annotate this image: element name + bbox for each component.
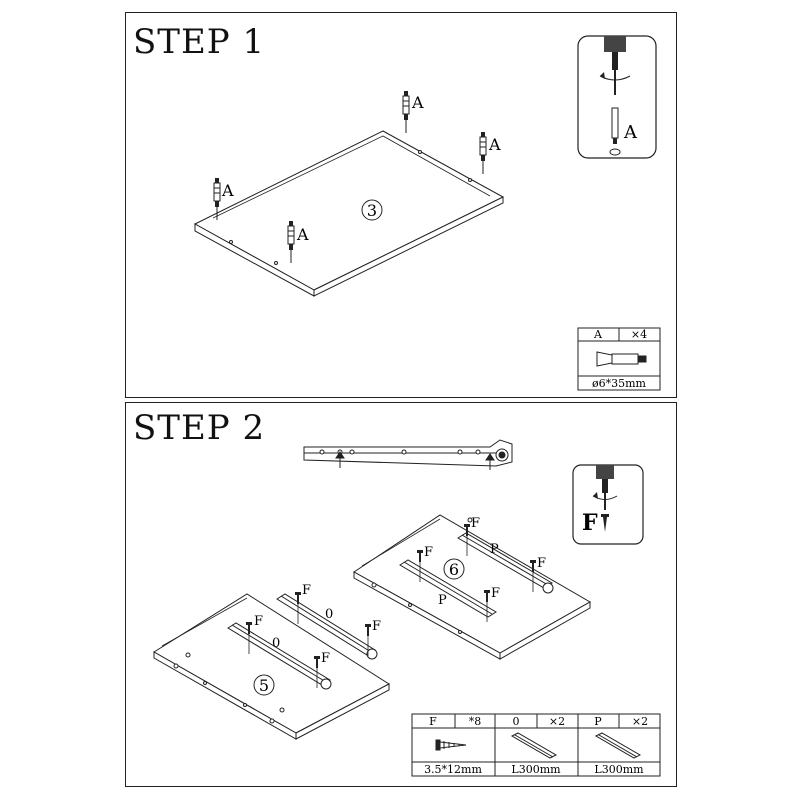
step2-part-f: F [429,715,437,728]
step2-qty-o: ×2 [549,715,565,728]
step2-parts-table [411,713,661,777]
screw-label-7: F [537,556,546,571]
screwdriver-icon [599,36,631,95]
dowel-label-4: A [488,135,501,154]
slide-label-o-2: 0 [325,607,333,622]
screw-label-1: F [254,614,263,629]
panel-3-board [193,130,505,297]
panel-6-board [353,514,592,660]
dowel-label-3: A [411,93,424,112]
screw-label-5: F [424,545,433,560]
screw-label-4: F [321,651,330,666]
step2-tool-inset: F [572,464,644,545]
step2-qty-p: ×2 [632,715,648,728]
screwdriver-icon [592,465,618,510]
screw-label-2: F [302,583,311,598]
step2-panel [125,402,677,787]
slide-p-2 [457,532,554,594]
screw-icon [601,514,609,532]
cam-dowel-icon [609,107,621,156]
dowel-4 [479,131,487,175]
slide-label-p-1: P [490,542,499,557]
screw-part-icon [435,739,467,751]
inset-label-a: A [623,122,638,143]
step2-part-o: 0 [513,715,520,728]
loose-drawer-slide [303,439,513,467]
dowel-3 [402,90,410,134]
step2-part-p: P [594,715,602,728]
screw-label-6: F [471,516,480,531]
step1-tool-inset: A [577,35,657,159]
panel-6-badge: 6 [443,558,465,580]
screw-label-8: F [491,586,500,601]
panel-3-badge: 3 [361,199,383,221]
slide-p-1 [399,559,497,618]
slide-label-p-2: P [438,593,447,608]
panel-5-board [153,593,390,740]
slide-label-o-1: 0 [272,636,280,651]
slide-arrows [335,451,495,470]
inset-label-f: F [582,510,598,536]
screw-label-3: F [372,619,381,634]
step1-part-a: A [593,328,603,341]
slide-o-1 [227,622,332,690]
step2-qty-f: *8 [469,715,482,728]
panel-5-number: 5 [259,676,269,695]
step1-parts-table [577,327,661,391]
step2-size-f: 3.5*12mm [424,763,482,776]
panel-6-number: 6 [449,560,459,579]
cam-dowel-part-icon [596,351,647,367]
step1-qty-a: ×4 [631,328,647,341]
drawer-slide-part-icon-p [594,732,642,759]
slide-o-2 [276,593,378,660]
step2-title: STEP 2 [133,408,266,448]
step2-size-o: L300mm [511,763,561,776]
dowel-label-1: A [221,181,234,200]
step1-title: STEP 1 [133,22,266,62]
panel-5-badge: 5 [253,674,275,696]
step1-panel [125,12,677,398]
step2-size-p: L300mm [594,763,644,776]
dowel-label-2: A [296,225,309,244]
step1-size-a: ø6*35mm [592,377,647,390]
drawer-slide-part-icon-o [510,732,558,759]
panel-3-number: 3 [367,201,377,220]
